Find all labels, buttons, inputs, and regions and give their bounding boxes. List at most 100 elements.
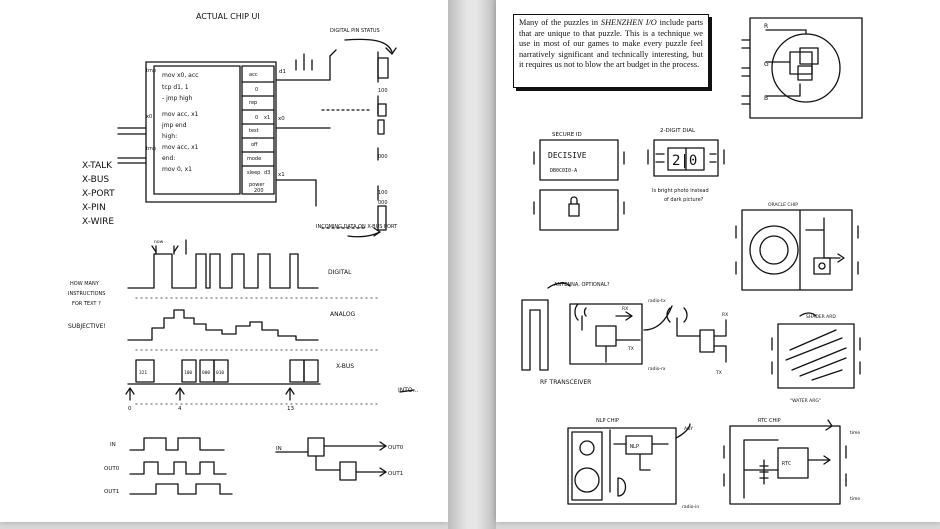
code-line: mov acc, x1 [162,111,199,118]
rf-labels: RX TX RX TX [622,306,728,376]
register-value: d3 [264,170,270,176]
right-pins [275,55,331,207]
secure-id-title: SECURE ID [552,132,582,138]
register-labels: acc 0 rep 0 test off mode sleep power [247,72,265,188]
oracle-title: ORACLE CHIP [768,202,798,208]
io-item: X-PIN [82,203,106,213]
timeline-tick: 4 [178,406,182,412]
clock-label: now [154,240,164,245]
code-line: - jmp high [162,95,193,102]
timing-label: OUT1 [104,489,119,495]
rf-port [699,329,715,353]
dial-digits: 2|0 [672,153,697,169]
timeline-ticks: 0 4 13 [128,406,294,412]
bus-value: 100 [184,370,192,376]
code-panel [153,65,241,195]
circuit-label: OUT1 [388,471,403,477]
circuit-labels: IN OUT0 OUT1 [276,445,404,477]
register-label: sleep [247,170,260,176]
left-pins [117,127,147,164]
shader-note: "WATER ARG" [790,398,821,404]
rgb-labels: R G B [764,23,769,102]
nlp-note: AGY [684,426,693,432]
two-digit-dial [653,139,719,177]
question-line: HOW MANY [70,281,100,287]
instruction-question: HOW MANY INSTRUCTIONS FOR TEXT ? [68,281,105,307]
radio-tx-note: radio-tx [648,298,666,304]
analog-label: ANALOG [330,311,356,318]
secure-id-lock [539,189,619,231]
secure-id-word: DECISIVE [548,151,587,160]
code-line: mov acc, x1 [162,144,199,151]
side-number: 000 [378,154,388,160]
timing-labels: IN OUT0 OUT1 [104,442,120,495]
side-numbers: 100 000 100 000 [378,88,388,206]
question-line: FOR TEXT ? [72,301,101,307]
bus-value: 321 [139,370,147,376]
rf-antenna [521,299,549,371]
secure-id-code: DB0C0I0-A [550,168,577,174]
analog-signal [127,309,319,341]
timing-label: OUT0 [104,466,120,472]
register-label: rep [249,100,257,106]
side-number: 100 [378,88,388,94]
register-values: x1 d3 200 [254,115,270,194]
oracle-chip [741,209,853,291]
logic-gate-b [339,461,357,481]
io-item: X-BUS [82,175,109,185]
code-line: high: [162,133,177,140]
code-line: mov 0, x1 [162,166,192,173]
register-label: off [251,142,258,148]
rgb-label: R [764,23,768,30]
book-gutter [448,0,496,529]
rtc-chip [729,425,841,505]
secure-id-display [539,139,619,181]
timing-in [129,437,225,451]
pin-label: x1 [278,172,285,178]
code-line: end: [162,155,175,162]
chip-ui-title: ACTUAL CHIP UI [196,12,260,21]
rf-transceiver [569,303,643,365]
code-labels: tmp x0 tmp [146,68,156,152]
logic-gate-a [307,437,325,457]
timeline-tick: 0 [128,406,132,412]
rf-label: TX [627,346,634,352]
register-panel [241,65,275,195]
dial-note: Is bright photo instead [652,188,709,194]
timing-label: IN [110,442,116,448]
io-item: X-WIRE [82,217,114,227]
code-line: jmp end [161,122,187,129]
antenna-note: ANTENNA, OPTIONAL? [554,282,610,288]
circuit-label: OUT0 [388,445,404,451]
rgb-label: G [764,61,769,68]
nlp-chip [567,427,677,505]
rtc-title: RTC CHIP [758,418,781,424]
timeline-tick: 13 [287,406,294,412]
into-note: INTO... [398,387,418,394]
rgb-label: B [764,95,768,102]
caption-text: include parts that are unique to that pu… [519,18,704,70]
subjective-note: SUBJECTIVE! [68,323,106,330]
pin-labels: d1 x0 x1 [278,69,286,178]
bus-value: 000 [202,370,210,376]
code-label: tmp [146,146,156,152]
chip-body [145,61,277,203]
dial-note: of dark picture? [664,197,704,203]
register-label: mode [247,156,261,162]
io-list: X-TALK X-BUS X-PORT X-PIN X-WIRE [82,161,115,227]
pin-label: x0 [278,116,285,122]
register-label: acc [249,72,258,78]
xbus-label: X-BUS [336,363,354,370]
register-label: power [249,182,265,188]
shader-title: SHADER ARD [806,314,836,320]
code-label: x0 [146,114,152,120]
rgb-lens [771,33,841,103]
timing-out0 [129,461,227,475]
nlp-io: radio-in [682,504,699,510]
register-value: x1 [264,115,270,121]
side-number: 000 [378,200,388,206]
code-lines: mov x0, acc tcp d1, 1 - jmp high mov acc… [161,72,199,173]
circuit-label: IN [276,446,282,452]
rf-label: TX [715,370,722,376]
